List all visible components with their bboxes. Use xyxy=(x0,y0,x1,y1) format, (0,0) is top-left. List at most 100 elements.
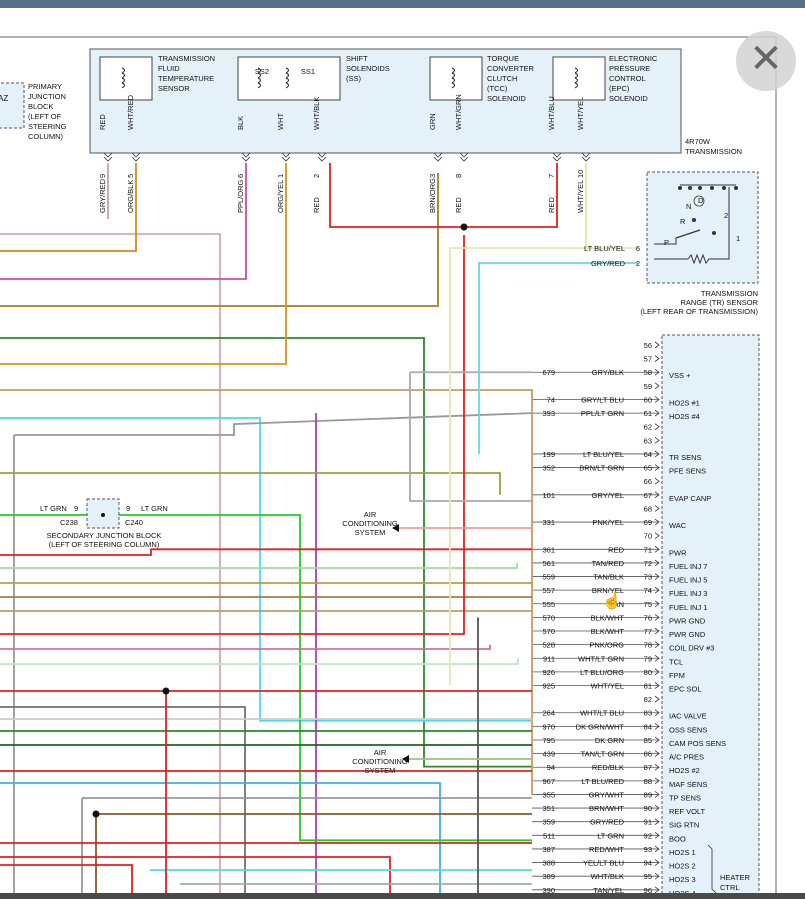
wire-color-label: GRY/LT BLU xyxy=(581,395,624,404)
pcm-signal-label: BOO xyxy=(669,834,686,843)
pin-chevron xyxy=(654,723,660,730)
sjb-label: SECONDARY JUNCTION BLOCK xyxy=(47,531,162,540)
pcm-pin-number: 90 xyxy=(644,804,652,813)
pcm-signal-label: PWR xyxy=(669,548,687,557)
pin-chevron xyxy=(654,627,660,635)
tr-switch-arm xyxy=(675,229,701,239)
circuit-number: 679 xyxy=(542,368,555,377)
tr-sensor-label: (LEFT REAR OF TRANSMISSION) xyxy=(640,307,758,316)
wire-color-label: BLK/WHT xyxy=(591,613,625,622)
hand-cursor-icon: ☝ xyxy=(602,593,622,610)
pcm-pin-number: 92 xyxy=(644,831,652,840)
circuit-number: 925 xyxy=(542,682,555,691)
tr-wire-color: GRY/RED xyxy=(591,259,626,268)
wire-red-2 xyxy=(0,864,133,893)
pcm-pin-number: 56 xyxy=(644,341,652,350)
close-button[interactable]: ✕ xyxy=(736,31,796,91)
sjb-connector: C238 xyxy=(60,518,78,527)
connector-chevron xyxy=(131,152,141,162)
pin-chevron xyxy=(654,355,660,362)
inner-wire-label: WHT/BLK xyxy=(312,97,321,130)
pcm-signal-label: COIL DRV #3 xyxy=(669,644,714,653)
pin-chevron xyxy=(654,859,660,866)
pcm-pin-number: 64 xyxy=(644,450,652,459)
outer-wire-label: RED xyxy=(312,197,321,213)
pin-chevron xyxy=(654,491,660,499)
wire-lt-blu-yel xyxy=(478,262,638,454)
wire-tan-red xyxy=(0,562,518,569)
circuit-number: 555 xyxy=(542,600,555,609)
pcm-pin-number: 96 xyxy=(644,886,652,895)
epc-solenoid-label: PRESSURE xyxy=(609,64,650,73)
tr-sensor-box xyxy=(646,171,759,284)
wire-color-label: DK GRN xyxy=(595,736,624,745)
pcm-pin-number: 88 xyxy=(644,777,652,786)
arrow-icon xyxy=(392,524,399,532)
outer-wire-label: GRY/RED xyxy=(98,178,107,213)
tr-drive-circle xyxy=(693,195,705,207)
pin-chevron xyxy=(654,818,660,826)
sjb-connector: C240 xyxy=(125,518,143,527)
pcm-signal-label: HO2S 3 xyxy=(669,875,696,884)
sjb-wire-label: LT GRN xyxy=(40,504,67,513)
transmission-label: TRANSMISSION xyxy=(685,147,742,156)
pcm-pin-number: 87 xyxy=(644,763,652,772)
sjb-label: (LEFT OF STEERING COLUMN) xyxy=(49,540,160,549)
inner-wire-label: WHT xyxy=(276,113,285,130)
wire-color-label: WHT/BLK xyxy=(591,872,624,881)
circuit-number: 199 xyxy=(542,450,555,459)
epc-solenoid-box xyxy=(552,56,606,101)
pcm-pin-number: 83 xyxy=(644,709,652,718)
coil-winding xyxy=(574,82,578,89)
wire-color-label: BLK/WHT xyxy=(591,627,625,636)
circuit-number: 388 xyxy=(542,859,555,868)
wire-color-label: LT BLU/ORG xyxy=(580,668,624,677)
pin-chevron xyxy=(654,763,660,771)
pcm-signal-label: TCL xyxy=(669,657,683,666)
tcc-solenoid-label: (TCC) xyxy=(487,84,508,93)
pin-chevron xyxy=(654,614,660,621)
tr-contact xyxy=(722,186,726,190)
sjb-pin: 9 xyxy=(74,504,78,513)
circuit-number: 561 xyxy=(542,559,555,568)
heater-ctrl-label: HEATER xyxy=(720,873,750,882)
wire-wht-lt-grn xyxy=(0,658,519,665)
pcm-pin-number: 79 xyxy=(644,654,652,663)
ac-system-label: AIR xyxy=(364,510,377,519)
pin-chevron xyxy=(654,396,660,403)
wire-color-label: PNK/YEL xyxy=(592,518,624,527)
coil-winding xyxy=(451,67,455,74)
connector-chevron xyxy=(581,152,591,162)
outer-wire-label: WHT/YEL xyxy=(576,180,585,213)
coil-winding xyxy=(285,82,289,89)
pcm-pin-number: 85 xyxy=(644,736,652,745)
wire-layer xyxy=(0,100,659,893)
wire-brn-org xyxy=(0,173,439,307)
pcm-pin-number: 80 xyxy=(644,668,652,677)
pin-chevron xyxy=(654,886,660,894)
pcm-signal-label: REF VOLT xyxy=(669,807,706,816)
coil-winding xyxy=(451,82,455,89)
coil-winding xyxy=(285,72,289,79)
outer-wire-label: ORG/YEL xyxy=(276,180,285,213)
wire-color-label: GRY/WHT xyxy=(589,790,625,799)
wire-red-tcc xyxy=(0,235,465,635)
shift-solenoids-label: (SS) xyxy=(346,74,362,83)
wire-color-label: GRY/BLK xyxy=(592,368,624,377)
wire-color-label: BRN/YEL xyxy=(592,586,624,595)
wire-color-label: LT BLU/RED xyxy=(581,777,624,786)
pcm-pin-number: 70 xyxy=(644,532,652,541)
tr-contact xyxy=(698,186,702,190)
pcm-signal-label: FPM xyxy=(669,671,685,680)
wire-red-bottom xyxy=(0,856,391,893)
wire-color-label: GRY/YEL xyxy=(592,491,624,500)
pcm-pin-number: 81 xyxy=(644,682,652,691)
pcm-signal-label: PFE SENS xyxy=(669,467,706,476)
wire-red-pwr xyxy=(0,548,532,556)
coil-winding xyxy=(257,82,261,89)
wire-blk xyxy=(0,706,246,893)
pin-chevron xyxy=(654,559,660,567)
shift-solenoids-box xyxy=(237,56,341,101)
ac-system-label: SYSTEM xyxy=(365,766,396,775)
tr-contact xyxy=(688,186,692,190)
